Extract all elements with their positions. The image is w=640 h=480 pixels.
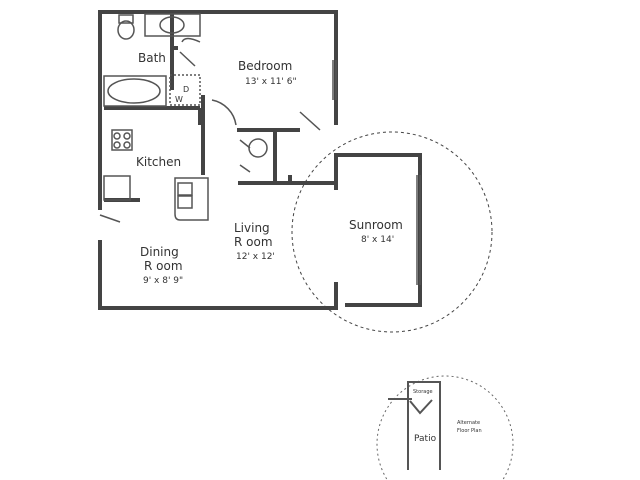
alternate-note-2: Floor Plan	[457, 428, 482, 434]
living-label-2: R oom	[234, 235, 273, 249]
washer-label: W	[175, 95, 183, 104]
patio-label: Patio	[414, 434, 437, 444]
dining-label-1: Dining	[140, 245, 179, 259]
alternate-walls	[388, 381, 441, 470]
storage-label: Storage	[413, 389, 433, 395]
bedroom-size: 13' x 11' 6"	[245, 77, 297, 87]
sunroom-option-circle	[291, 131, 493, 333]
sunroom-size: 8' x 14'	[361, 235, 394, 245]
living-size: 12' x 12'	[236, 252, 275, 262]
dining-size: 9' x 8' 9"	[143, 276, 183, 286]
fixtures	[99, 13, 421, 285]
dining-label-2: R oom	[144, 259, 183, 273]
kitchen-label: Kitchen	[136, 155, 181, 169]
alternate-note-1: Alternate	[457, 420, 480, 426]
bedroom-label: Bedroom	[238, 59, 292, 73]
living-label-1: Living	[234, 221, 270, 235]
sunroom-label: Sunroom	[349, 218, 403, 232]
alternate-option-arc	[376, 375, 514, 480]
bath-label: Bath	[138, 51, 166, 65]
alternate-floor-plan: Storage Patio Alternate Floor Plan	[376, 375, 514, 480]
dryer-label: D	[183, 85, 189, 94]
